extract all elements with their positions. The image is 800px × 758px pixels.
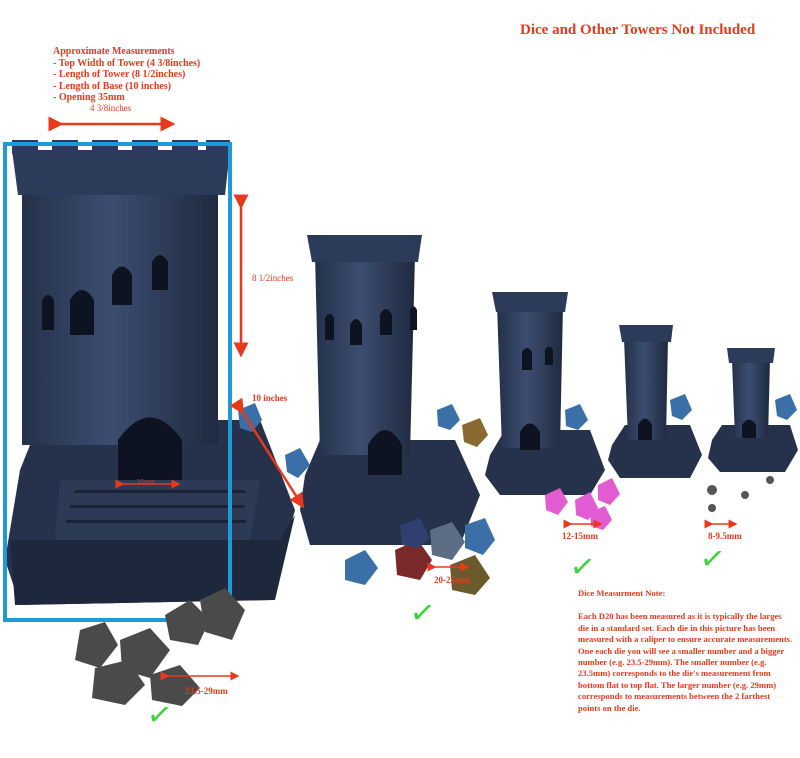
check-icon: ✓ — [567, 548, 598, 587]
check-icon: ✓ — [144, 696, 175, 735]
highlight-box — [3, 142, 232, 622]
check-icon: ✓ — [697, 540, 728, 579]
measurement-item: - Length of Tower (8 1/2inches) — [53, 69, 186, 80]
large-tower — [5, 140, 295, 605]
dice-label-large: 23.5-29mm — [185, 686, 228, 696]
measurement-item: - Opening 35mm — [53, 92, 125, 103]
dice-label-medium: 20-23mm — [434, 575, 470, 585]
header-text: Dice and Other Towers Not Included — [520, 22, 756, 38]
height-label: 8 1/2inches — [252, 273, 294, 283]
note-title: Dice Measurment Note: — [578, 588, 666, 598]
top-width-label: 4 3/8inches — [90, 103, 132, 113]
opening-label: 35mm — [137, 478, 155, 486]
measurement-item: - Length of Base (10 inches) — [53, 80, 172, 92]
dimension-arrows — [48, 116, 738, 681]
measurement-item: - Top Width of Tower (4 3/8inches) — [53, 57, 201, 69]
measurements-title: Approximate Measurements — [53, 46, 175, 57]
tiny-tower — [708, 348, 798, 472]
large-dice — [75, 588, 245, 706]
dice-label-tiny: 8-9.5mm — [708, 531, 742, 541]
dice-note: Dice Measurment Note: Each D20 has been … — [578, 588, 793, 714]
check-icon: ✓ — [407, 594, 438, 633]
measurements-block: Approximate Measurements - Top Width of … — [53, 46, 200, 104]
medium-tower — [300, 235, 480, 545]
dice-label-small: 12-15mm — [562, 531, 598, 541]
small-tower — [485, 292, 605, 495]
base-label: 10 inches — [252, 393, 288, 403]
tiny-dice — [707, 476, 774, 512]
smaller-tower — [608, 325, 702, 478]
pink-dice — [545, 478, 620, 530]
note-body: Each D20 has been measured as it is typi… — [578, 611, 793, 713]
